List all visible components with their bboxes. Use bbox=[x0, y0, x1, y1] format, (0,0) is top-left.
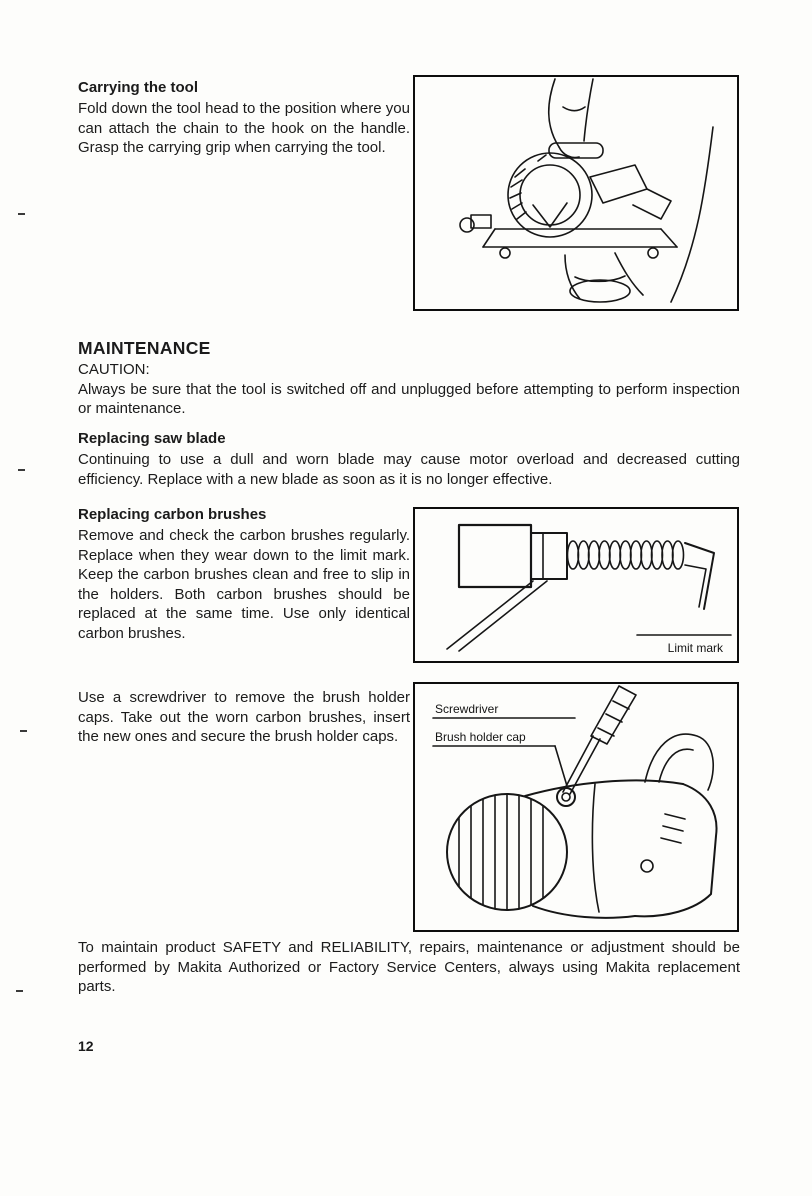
closing-body: To maintain product SAFETY and RELIABILI… bbox=[78, 939, 740, 996]
figure-carbon-brush: Limit mark bbox=[413, 507, 739, 663]
carbon-brushes-heading: Replacing carbon brushes bbox=[78, 506, 267, 523]
saw-blade-heading: Replacing saw blade bbox=[78, 430, 226, 447]
carrying-tool-illustration bbox=[459, 78, 714, 303]
screwdriver-label: Screwdriver bbox=[435, 702, 499, 716]
margin-mark bbox=[18, 213, 25, 215]
caution-label: CAUTION: bbox=[78, 361, 150, 378]
section-maintenance: MAINTENANCE CAUTION: Always be sure that… bbox=[78, 337, 740, 419]
figure-screwdriver: Screwdriver Brush holder cap bbox=[413, 682, 739, 932]
figure-carrying-tool bbox=[413, 75, 739, 311]
screwdriver-illustration bbox=[432, 685, 718, 919]
section-carrying: Carrying the tool Fold down the tool hea… bbox=[78, 78, 410, 158]
limit-mark-label: Limit mark bbox=[667, 641, 723, 655]
margin-mark bbox=[16, 990, 23, 992]
section-closing: To maintain product SAFETY and RELIABILI… bbox=[78, 938, 740, 997]
brush-holder-cap-label: Brush holder cap bbox=[435, 730, 526, 744]
section-carbon-brushes-2: Use a screwdriver to remove the brush ho… bbox=[78, 688, 410, 747]
carbon-brush-illustration bbox=[446, 523, 732, 652]
caution-body: Always be sure that the tool is switched… bbox=[78, 380, 740, 418]
maintenance-heading: MAINTENANCE bbox=[78, 338, 211, 358]
carrying-heading: Carrying the tool bbox=[78, 79, 199, 96]
page-number: 12 bbox=[78, 1038, 94, 1054]
carbon-brushes-body-2: Use a screwdriver to remove the brush ho… bbox=[78, 689, 410, 746]
margin-mark bbox=[20, 730, 27, 732]
margin-mark bbox=[18, 469, 25, 471]
section-carbon-brushes: Replacing carbon brushes Remove and chec… bbox=[78, 505, 410, 644]
section-saw-blade: Replacing saw blade Continuing to use a … bbox=[78, 429, 740, 489]
saw-blade-body: Continuing to use a dull and worn blade … bbox=[78, 451, 740, 488]
carbon-brushes-body-1: Remove and check the carbon brushes regu… bbox=[78, 527, 410, 642]
carrying-body: Fold down the tool head to the position … bbox=[78, 100, 410, 157]
